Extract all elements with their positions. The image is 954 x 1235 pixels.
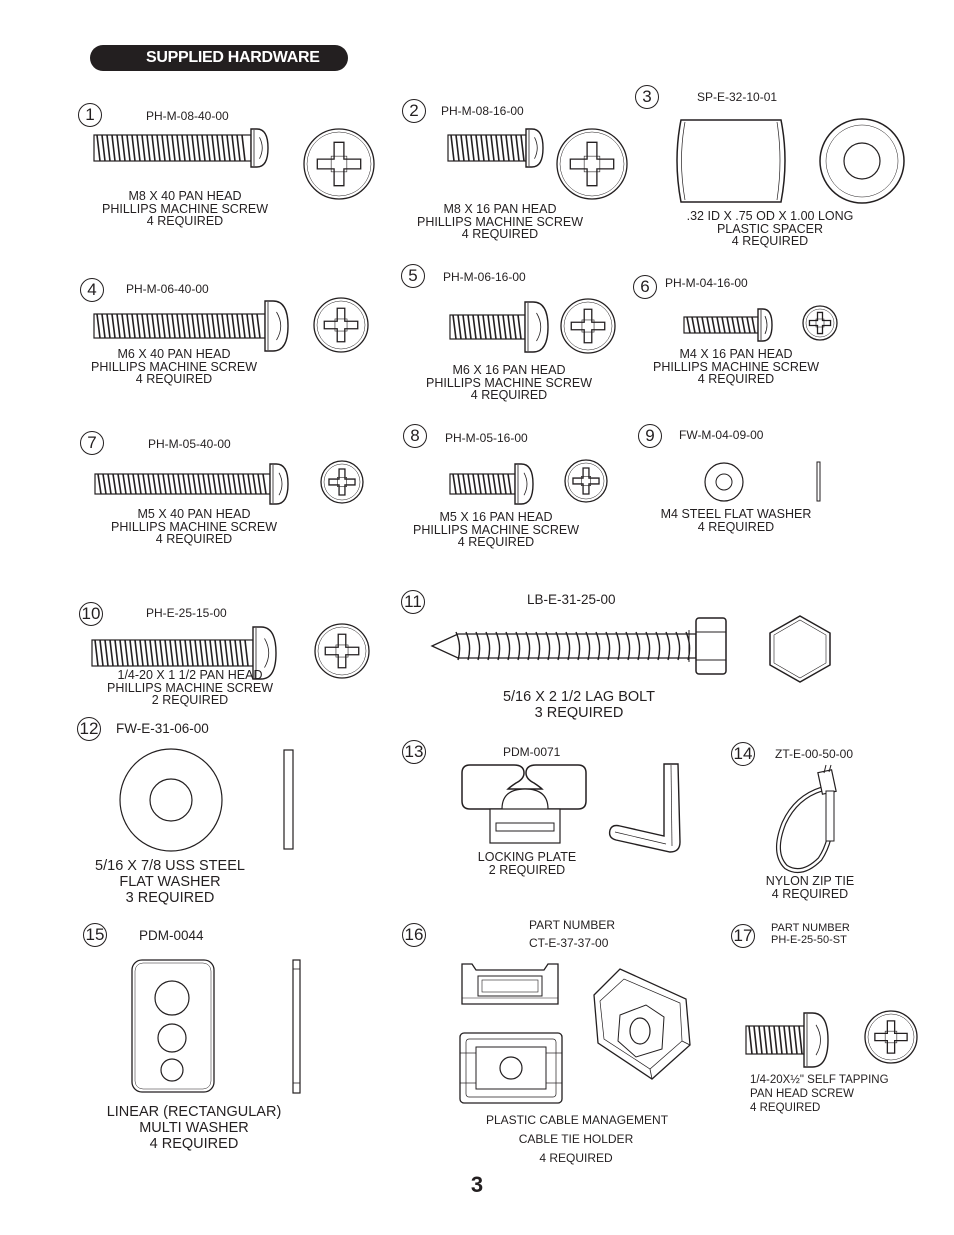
- item-number: 4: [80, 278, 104, 302]
- screw-side-icon: [94, 463, 289, 505]
- phillips-head-icon: [864, 1010, 918, 1064]
- phillips-head-icon: [560, 298, 616, 354]
- screw-side-icon: [93, 300, 289, 352]
- zip-tie-icon: [776, 764, 837, 874]
- part-code: ZT-E-00-50-00: [775, 747, 854, 761]
- washer-face-icon: [119, 748, 223, 852]
- item-number: 8: [403, 424, 427, 448]
- screw-side-icon: [449, 463, 534, 505]
- item-number: 12: [77, 717, 101, 741]
- hex-head-icon: [769, 615, 831, 683]
- screw-side-icon: [745, 1012, 829, 1068]
- part-code: LB-E-31-25-00: [527, 592, 616, 607]
- washer-edge-icon: [816, 461, 821, 502]
- page-number: 3: [470, 1172, 484, 1197]
- part-code: PH-M-04-16-00: [665, 276, 748, 290]
- item-number: 15: [83, 923, 107, 947]
- part-code: PH-M-08-16-00: [441, 104, 524, 118]
- part-code: PH-M-06-40-00: [126, 282, 209, 296]
- multi-washer-edge-icon: [292, 959, 301, 1094]
- item-number: 10: [79, 602, 103, 626]
- part-code: PH-M-05-16-00: [445, 431, 528, 445]
- washer-edge-icon: [283, 749, 294, 850]
- locking-plate-icon: [461, 764, 587, 844]
- screw-side-icon: [447, 128, 544, 168]
- spacer-side-icon: [676, 119, 786, 203]
- screw-side-icon: [91, 626, 277, 680]
- item-number: 3: [635, 85, 659, 109]
- part-code: SP-E-32-10-01: [697, 90, 778, 104]
- phillips-head-icon: [303, 128, 375, 200]
- screw-side-icon: [449, 301, 549, 353]
- section-header: SUPPLIED HARDWARE: [90, 45, 348, 71]
- part-code: PDM-0044: [139, 928, 204, 943]
- screw-side-icon: [683, 308, 773, 342]
- phillips-head-icon: [556, 128, 628, 200]
- cable-tie-holder-top-icon: [461, 963, 559, 1005]
- phillips-head-icon: [802, 305, 838, 341]
- item-number: 14: [731, 742, 755, 766]
- cable-tie-holder-front-icon: [459, 1032, 563, 1104]
- phillips-head-icon: [314, 623, 370, 679]
- part-code: PH-M-08-40-00: [146, 109, 229, 123]
- washer-face-icon: [704, 462, 744, 502]
- phillips-head-icon: [564, 459, 608, 503]
- item-number: 9: [638, 424, 662, 448]
- item-number: 7: [80, 431, 104, 455]
- part-code: PH-E-25-15-00: [146, 606, 227, 620]
- phillips-head-icon: [313, 297, 369, 353]
- part-code: PH-M-06-16-00: [443, 270, 526, 284]
- part-code: PH-M-05-40-00: [148, 437, 231, 451]
- multi-washer-face-icon: [131, 959, 215, 1093]
- item-number: 13: [402, 740, 426, 764]
- phillips-head-icon: [320, 460, 364, 504]
- item-number: 11: [401, 590, 425, 614]
- part-code: FW-M-04-09-00: [679, 428, 764, 442]
- item-number: 16: [402, 923, 426, 947]
- item-number: 17: [731, 924, 755, 948]
- lag-bolt-side-icon: [430, 617, 727, 675]
- spacer-end-icon: [819, 118, 905, 204]
- item-number: 2: [402, 99, 426, 123]
- part-code: FW-E-31-06-00: [116, 721, 209, 736]
- allen-key-icon: [608, 763, 681, 853]
- part-code: PDM-0071: [503, 745, 561, 759]
- item-number: 5: [401, 264, 425, 288]
- cable-tie-holder-iso-icon: [593, 968, 691, 1080]
- screw-side-icon: [93, 128, 269, 168]
- item-number: 6: [633, 275, 657, 299]
- item-number: 1: [78, 103, 102, 127]
